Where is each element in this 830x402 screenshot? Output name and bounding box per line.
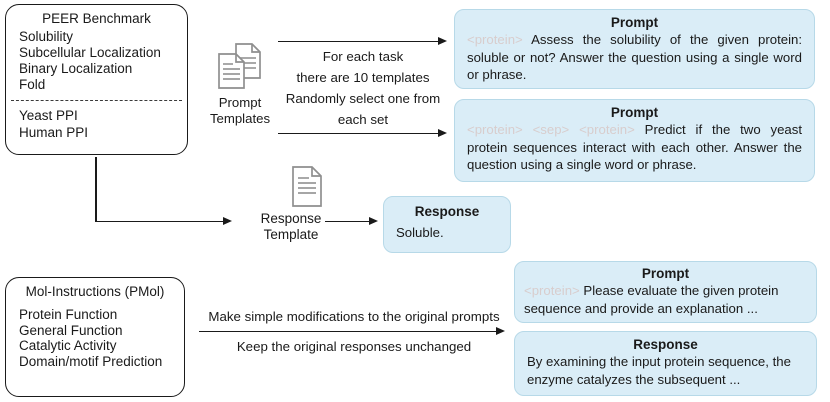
prompt-panel-title: Prompt (610, 105, 659, 120)
peer-task-item: Human PPI (19, 125, 89, 140)
modification-note-line1: Make simple modifications to the origina… (208, 309, 500, 324)
elbow-connector-vertical (95, 157, 97, 222)
peer-task-item: Binary Localization (19, 61, 133, 76)
mol-instructions-box: Mol-Instructions (PMol) Protein Function… (5, 277, 185, 397)
arrow-to-bottom-panels (199, 326, 505, 335)
prompt-panel-title: Prompt (641, 266, 690, 281)
mol-task-item: Protein Function (19, 307, 118, 322)
modification-note-line2: Keep the original responses unchanged (236, 339, 472, 354)
prompt-panel-ppi: Prompt <protein> <sep> <protein> Predict… (454, 99, 815, 182)
prompt-templates-documents-icon (218, 43, 261, 89)
peer-ppi-task-list: Yeast PPI Human PPI (19, 107, 88, 141)
peer-task-item: Solubility (19, 29, 74, 44)
arrow-to-response-template (95, 216, 232, 225)
prompt-panel-pmol: Prompt <protein> Please evaluate the giv… (514, 261, 817, 323)
arrow-to-response1 (325, 216, 378, 225)
prompt-templates-label: Prompt Templates (209, 95, 271, 126)
response-panel-pmol: Response By examining the input protein … (514, 331, 817, 396)
prompt-panel-title: Prompt (610, 15, 659, 30)
template-selection-note: For each task there are 10 templates Ran… (285, 49, 441, 127)
prompt-panel-text: <protein> Please evaluate the given prot… (524, 283, 779, 316)
response-panel-text: Soluble. (396, 225, 444, 240)
response-template-label: Response Template (260, 211, 322, 242)
peer-benchmark-title: PEER Benchmark (42, 11, 151, 26)
sep-tag: <sep> (532, 122, 570, 137)
prompt-panel-solubility: Prompt <protein> Assess the solubility o… (454, 9, 815, 89)
response-panel-text: By examining the input protein sequence,… (527, 354, 791, 387)
mol-task-item: Catalytic Activity (19, 338, 117, 353)
response-template-document-icon (292, 166, 322, 207)
mol-task-list: Protein Function General Function Cataly… (19, 307, 162, 369)
mol-task-item: General Function (19, 322, 123, 338)
peer-benchmark-box: PEER Benchmark Solubility Subcellular Lo… (5, 4, 188, 155)
peer-task-list: Solubility Subcellular Localization Bina… (19, 29, 161, 93)
mol-task-item: Domain/motif Prediction (19, 353, 163, 369)
arrow-to-prompt1 (278, 36, 447, 45)
peer-task-item: Yeast PPI (19, 108, 78, 123)
protein-tag: <protein> (524, 283, 580, 298)
response-panel-title: Response (414, 204, 480, 219)
protein-tag: <protein> (467, 32, 523, 47)
peer-dashed-divider (11, 100, 182, 101)
peer-task-item: Fold (19, 77, 46, 92)
response-panel-soluble: Response Soluble. (383, 196, 511, 253)
protein-tag: <protein> (579, 122, 635, 137)
response-panel-title: Response (633, 337, 698, 352)
prompt-panel-text: <protein> <sep> <protein> Predict if the… (467, 122, 803, 172)
arrow-to-prompt2 (278, 128, 447, 137)
prompt-panel-text: <protein> Assess the solubility of the g… (467, 32, 803, 82)
mol-instructions-title: Mol-Instructions (PMol) (25, 284, 165, 299)
protein-tag: <protein> (467, 122, 523, 137)
peer-task-item: Subcellular Localization (19, 45, 161, 60)
